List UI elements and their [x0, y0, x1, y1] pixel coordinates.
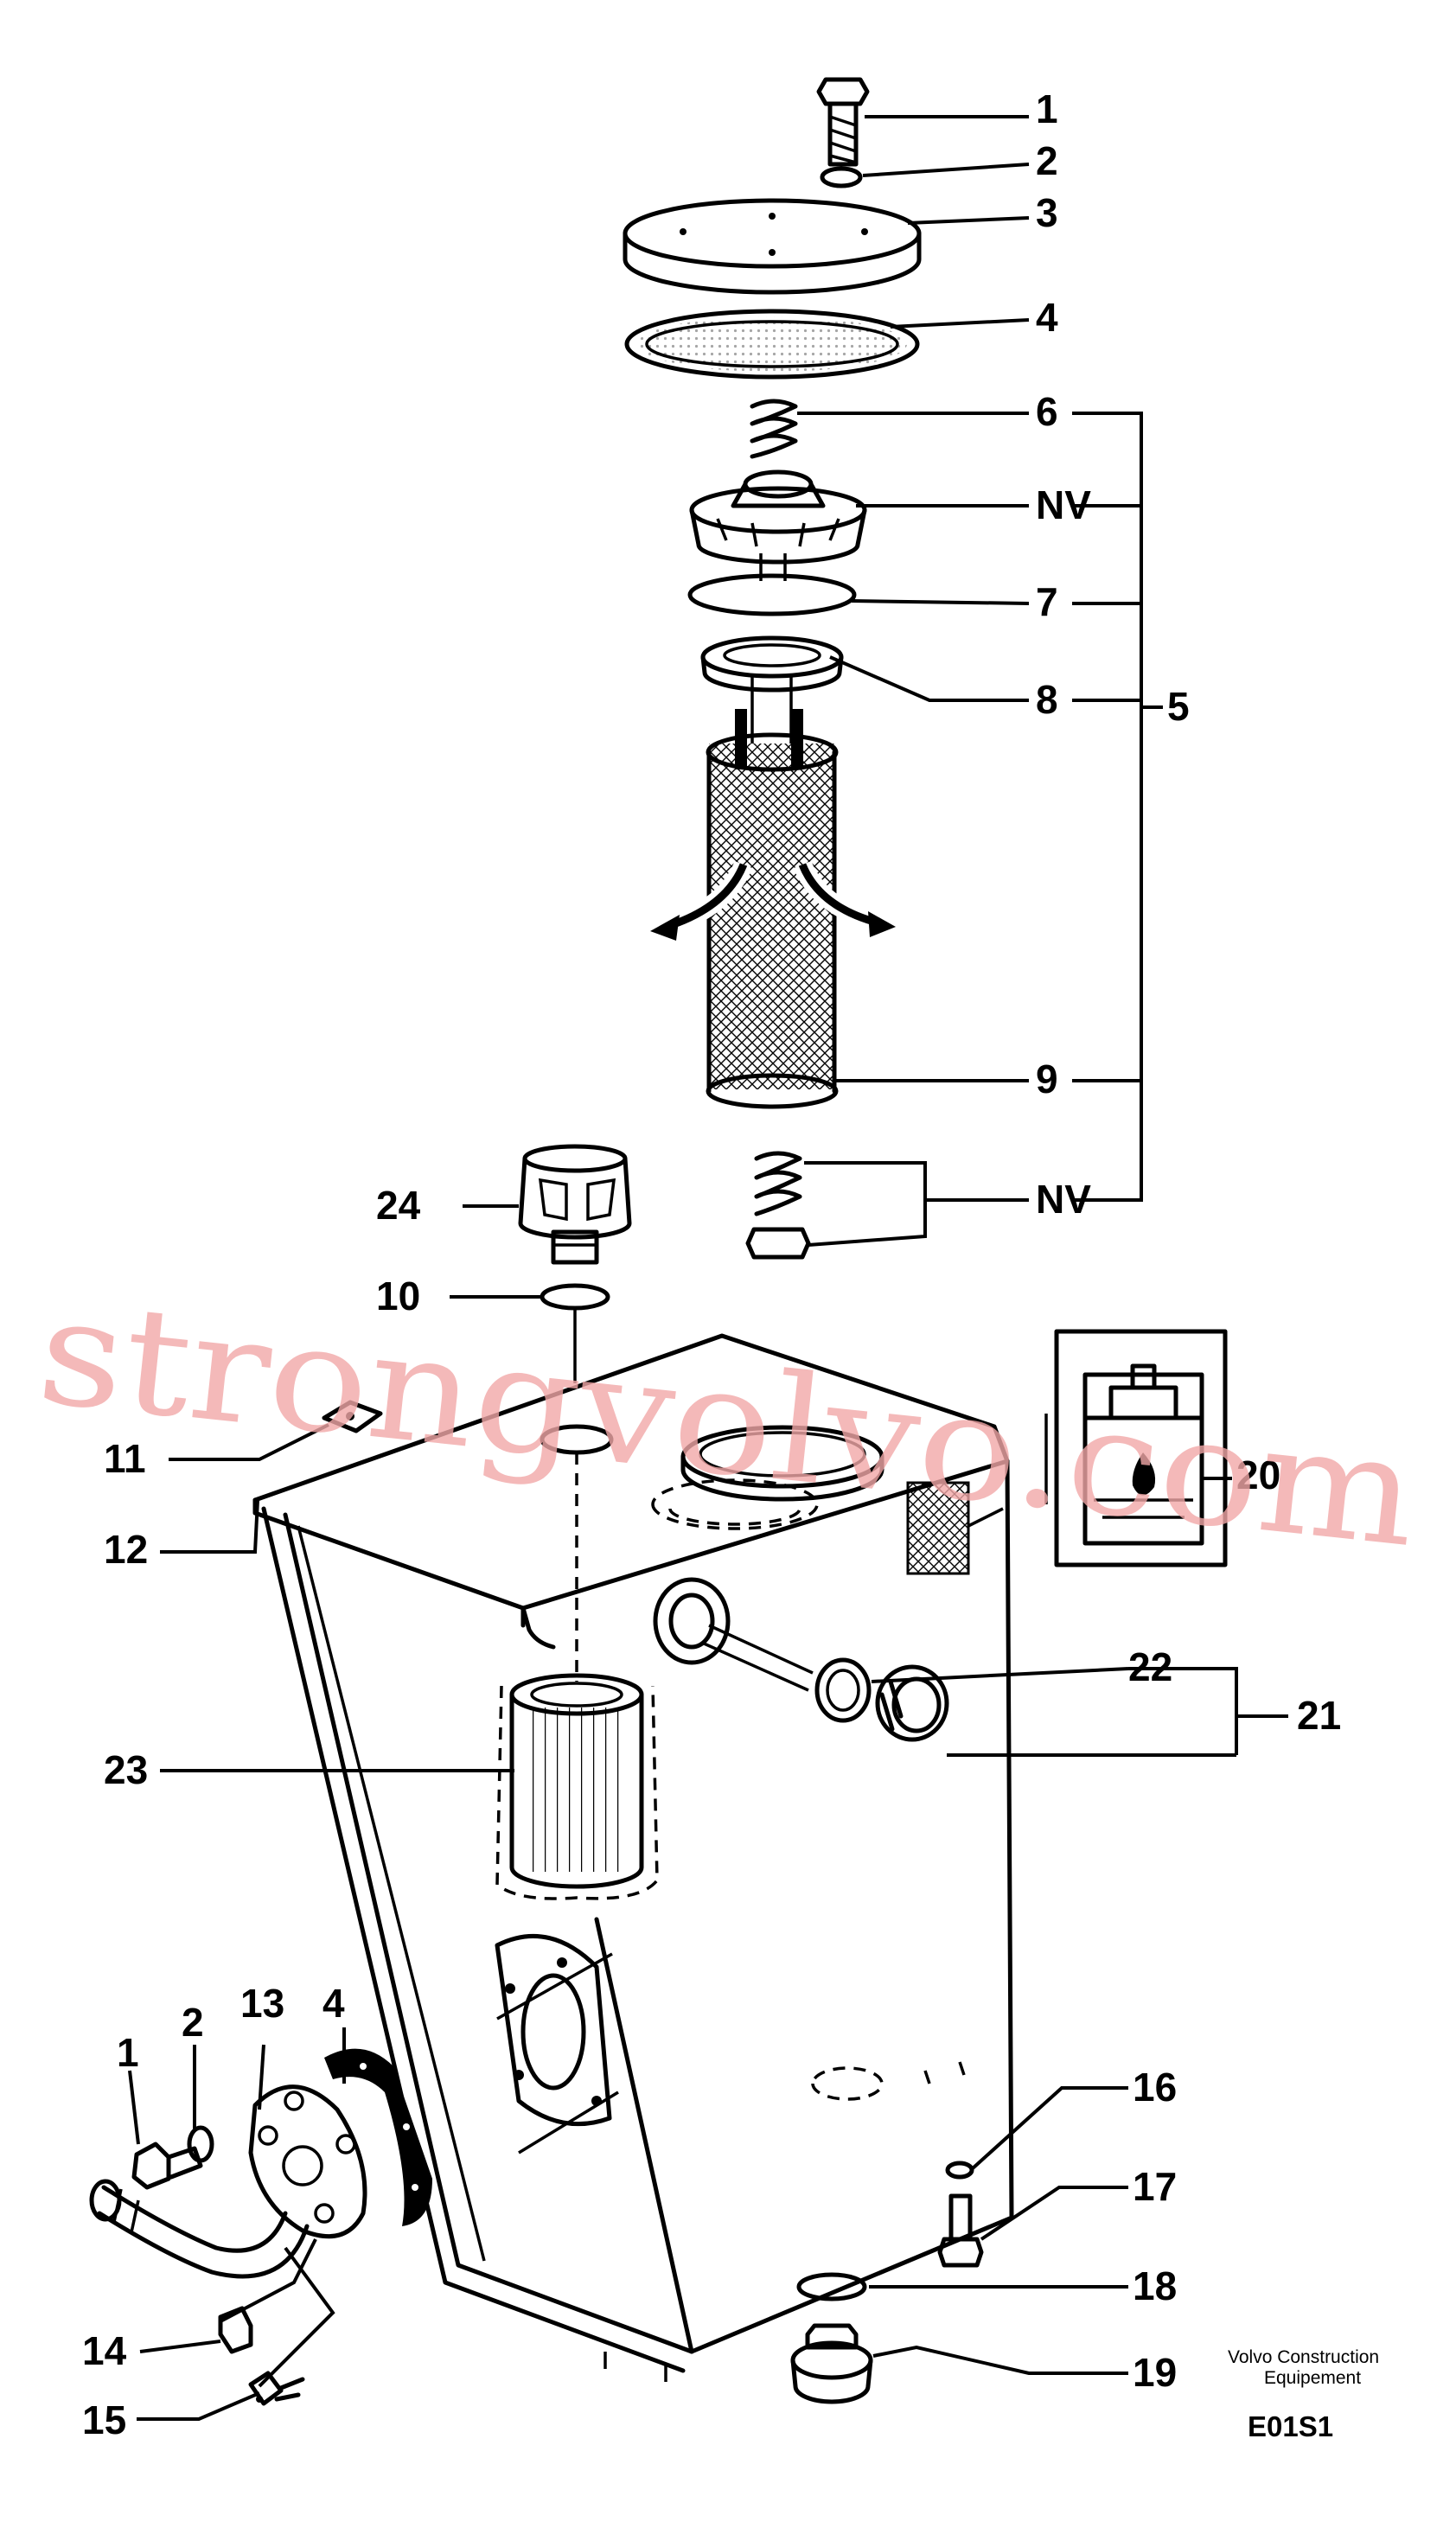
- callout-11: 11: [104, 1436, 146, 1481]
- spring-bottom: [745, 1151, 811, 1260]
- callout-14: 14: [82, 2328, 127, 2373]
- strainer-23: [495, 1673, 659, 1900]
- callout-nv-top: NV: [1036, 482, 1091, 527]
- callout-17: 17: [1133, 2164, 1177, 2209]
- spring-top: [750, 399, 798, 459]
- callout-20: 20: [1236, 1452, 1280, 1497]
- filter-head: [689, 469, 867, 565]
- sensor-15: [248, 2371, 305, 2406]
- callout-9: 9: [1036, 1057, 1058, 1101]
- drain-plug-19: [790, 2323, 873, 2404]
- callout-4-lower: 4: [322, 1981, 345, 2026]
- credit-line-2: Equipement: [1264, 2368, 1361, 2388]
- bolt-17: [937, 2193, 984, 2268]
- seal-ring-8: [700, 635, 844, 693]
- callout-4: 4: [1036, 295, 1058, 340]
- callout-labels: 1 2 3 4 6 NV 7 8 5 9 NV 24 10 11 12 20 2…: [82, 86, 1341, 2442]
- callout-8: 8: [1036, 677, 1058, 722]
- callout-15: 15: [82, 2397, 126, 2442]
- washer-18: [796, 2272, 867, 2301]
- callout-21: 21: [1297, 1693, 1341, 1738]
- bolt-1-lower: [131, 2142, 203, 2190]
- callout-1-lower: 1: [117, 2030, 139, 2075]
- breather-cap: [518, 1144, 632, 1265]
- callout-12: 12: [104, 1527, 148, 1572]
- washer-top: [820, 166, 863, 188]
- o-ring-22: [814, 1657, 872, 1723]
- hose-pipe: [89, 2179, 310, 2279]
- callout-7: 7: [1036, 579, 1058, 624]
- gasket-4-lower: [324, 2048, 432, 2226]
- callout-2-lower: 2: [182, 2000, 204, 2045]
- bolt-top: [816, 77, 870, 167]
- filter-cover: [623, 198, 922, 295]
- callout-24: 24: [376, 1183, 421, 1228]
- o-ring-7: [687, 573, 857, 616]
- callout-6: 6: [1036, 389, 1058, 434]
- callout-13: 13: [240, 1981, 284, 2026]
- filter-element: [650, 674, 896, 1109]
- callout-nv-bottom: NV: [1036, 1177, 1091, 1222]
- tank-flange-opening: [495, 1933, 612, 2127]
- watermark-text: strongvolvo.com: [31, 1266, 1425, 1580]
- callout-3: 3: [1036, 190, 1058, 235]
- flange-13: [248, 2084, 367, 2239]
- cover-gasket: [624, 309, 920, 380]
- callout-16: 16: [1133, 2065, 1177, 2110]
- callout-18: 18: [1133, 2263, 1177, 2308]
- callout-1: 1: [1036, 86, 1058, 131]
- washer-2-lower: [187, 2125, 214, 2163]
- callout-19: 19: [1133, 2350, 1177, 2395]
- washer-10: [540, 1283, 610, 1311]
- nameplate-11: [322, 1400, 383, 1433]
- callout-22: 22: [1128, 1644, 1172, 1689]
- drawing-code: E01S1: [1248, 2410, 1333, 2442]
- callout-2: 2: [1036, 138, 1058, 183]
- washer-16: [945, 2161, 974, 2180]
- callout-10: 10: [376, 1274, 420, 1318]
- leader-lines: [128, 115, 1288, 2421]
- callout-23: 23: [104, 1747, 148, 1792]
- credit-line-1: Volvo Construction: [1228, 2347, 1379, 2367]
- callout-5: 5: [1167, 684, 1190, 729]
- sight-glass-20-inset: [1044, 1329, 1228, 1567]
